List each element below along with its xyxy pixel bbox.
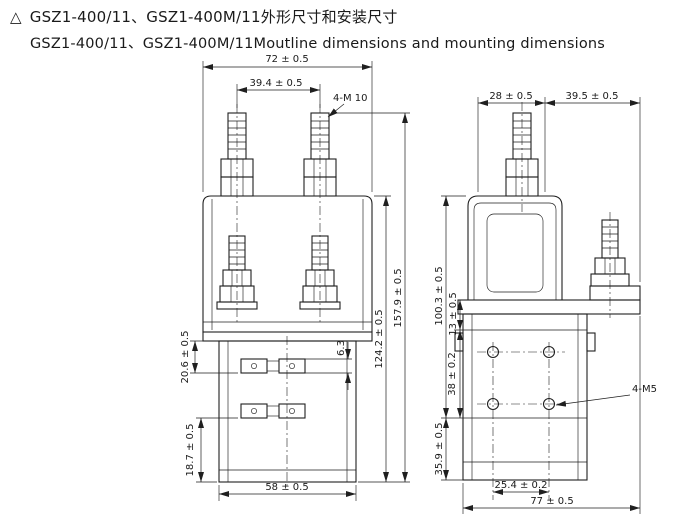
side-view: 28 ± 0.5 39.5 ± 0.5 100.3 ± 0.5 35.9 ± 0… xyxy=(434,91,657,514)
dim-flange-height: 13 ± 0.5 xyxy=(448,292,459,335)
title-line-zh: △ GSZ1-400/11、GSZ1-400M/11外形尺寸和安装尺寸 xyxy=(10,6,605,27)
side-view-centerlines xyxy=(477,102,611,500)
dim-overall-height: 157.9 ± 0.5 xyxy=(393,268,404,327)
title-line-en: GSZ1-400/11、GSZ1-400M/11Moutline dimensi… xyxy=(30,36,606,52)
side-view-dimensions: 28 ± 0.5 39.5 ± 0.5 100.3 ± 0.5 35.9 ± 0… xyxy=(434,91,657,514)
rear-terminal-stud xyxy=(589,219,641,301)
dim-terminal-spacing: 39.4 ± 0.5 xyxy=(250,78,303,89)
front-view-dimensions: 72 ± 0.5 39.4 ± 0.5 4-M 10 124.2 ± 0.5 1… xyxy=(180,54,410,501)
dim-front-depth: 28 ± 0.5 xyxy=(489,91,532,102)
dim-body-height: 124.2 ± 0.5 xyxy=(374,309,385,368)
dim-top-width: 72 ± 0.5 xyxy=(265,54,308,65)
dim-hole-row-spacing: 38 ± 0.2 xyxy=(447,352,458,395)
coil-blade-terminals-lower xyxy=(240,403,306,419)
dim-hole-col-spacing: 25.4 ± 0.2 xyxy=(495,480,548,491)
coil-blade-terminals-upper xyxy=(240,358,306,374)
front-view: 72 ± 0.5 39.4 ± 0.5 4-M 10 124.2 ± 0.5 1… xyxy=(180,54,410,501)
dim-lower-tab-offset: 18.7 ± 0.5 xyxy=(185,424,196,477)
front-view-magnet-frame xyxy=(218,340,357,483)
thread-callout-m5: 4-M5 xyxy=(632,384,657,395)
mounting-bracket xyxy=(454,313,596,481)
dim-upper-height: 100.3 ± 0.5 xyxy=(434,266,445,325)
dim-tab-thickness: 6.3 xyxy=(336,340,347,356)
dim-rear-depth: 39.5 ± 0.5 xyxy=(566,91,619,102)
page-header: △ GSZ1-400/11、GSZ1-400M/11外形尺寸和安装尺寸 GSZ1… xyxy=(10,6,605,53)
title-zh-text: GSZ1-400/11、GSZ1-400M/11外形尺寸和安装尺寸 xyxy=(29,8,398,26)
front-view-centerlines xyxy=(236,104,321,490)
front-view-housing xyxy=(202,195,373,342)
thread-callout-m10: 4-M 10 xyxy=(333,93,368,104)
dim-base-width: 58 ± 0.5 xyxy=(265,482,308,493)
dim-overall-depth: 77 ± 0.5 xyxy=(530,496,573,507)
mounting-holes-m5 xyxy=(486,345,556,411)
front-view-terminal-studs xyxy=(216,112,341,310)
dim-upper-tab-offset: 20.6 ± 0.5 xyxy=(180,331,191,384)
dim-lower-height: 35.9 ± 0.5 xyxy=(434,423,445,476)
side-view-housing xyxy=(457,195,641,315)
revision-triangle-marker: △ xyxy=(10,8,22,26)
